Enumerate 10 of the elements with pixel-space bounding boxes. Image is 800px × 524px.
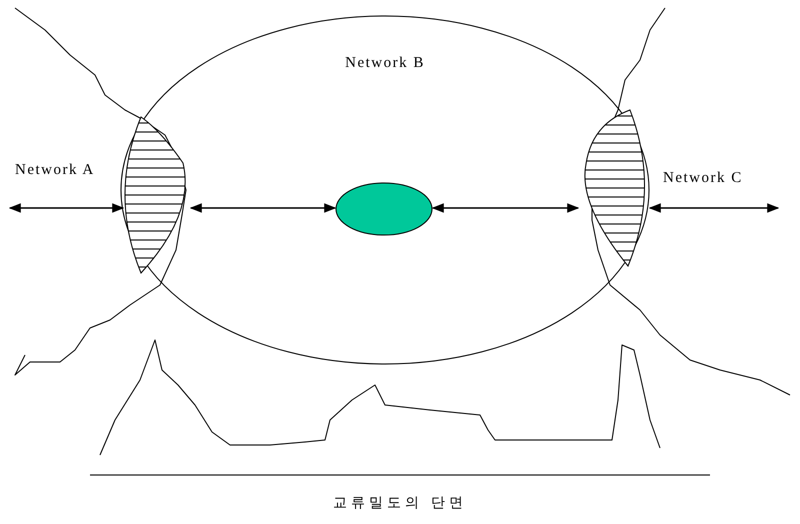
network-label: Network B	[345, 55, 425, 72]
caption: 교류밀도의 단면	[332, 494, 468, 512]
network-ellipse	[120, 15, 650, 365]
double-arrow	[648, 203, 780, 213]
network-label: Network C	[663, 170, 743, 187]
center-ellipse	[335, 182, 433, 236]
double-arrow	[432, 203, 580, 213]
network-label: Network A	[15, 162, 95, 179]
double-arrow	[8, 203, 124, 213]
double-arrow	[190, 203, 336, 213]
